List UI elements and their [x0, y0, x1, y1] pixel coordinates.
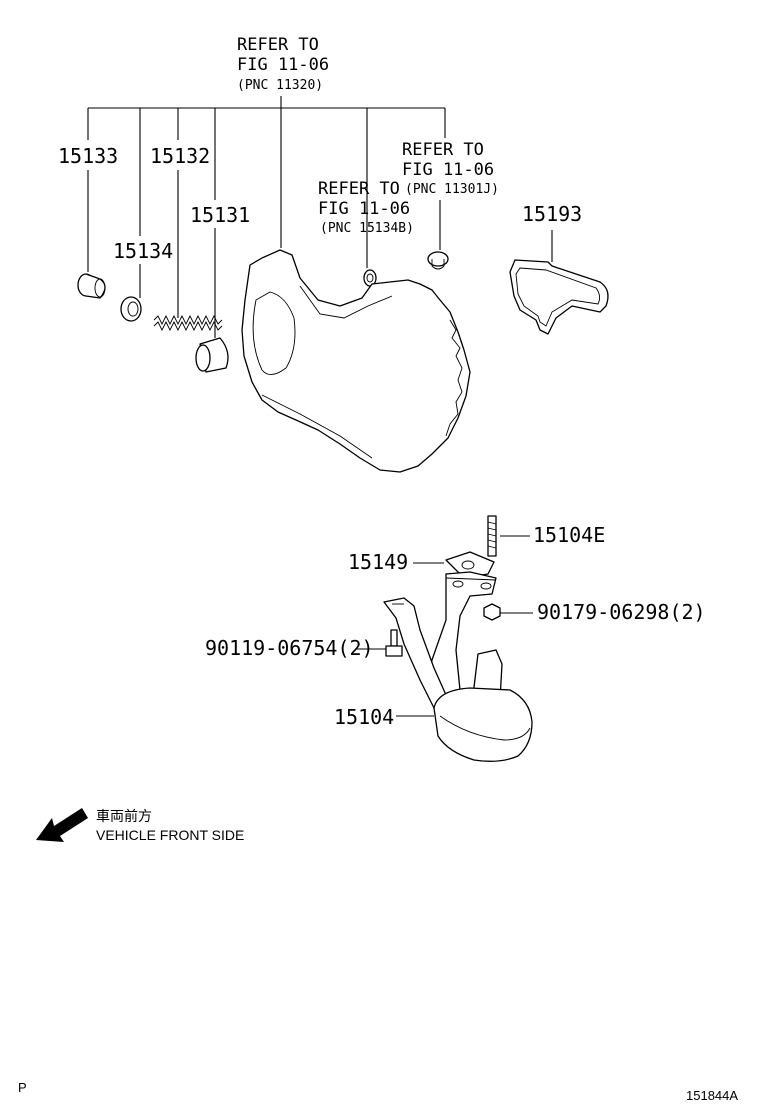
oil-seal-15134: [120, 296, 142, 322]
label-15149: 15149: [348, 550, 408, 574]
transaxle-case: [241, 249, 471, 473]
spring-15132: [153, 314, 223, 332]
label-15193: 15193: [522, 202, 582, 226]
label-15134: 15134: [113, 239, 173, 263]
vehicle-front-arrow-icon: [36, 808, 88, 842]
refer-main-line2: FIG 11-06: [237, 55, 329, 75]
footer-illustration-id: 151844A: [686, 1088, 738, 1103]
footer-left: P: [18, 1080, 27, 1095]
plug-15133: [77, 273, 106, 299]
refer-right-line1: REFER TO: [402, 140, 484, 160]
bolt-90119: [385, 629, 403, 657]
refer-right-line2: FIG 11-06: [402, 160, 494, 180]
leader-lines-upper: [87, 96, 553, 338]
refer-main-line1: REFER TO: [237, 35, 319, 55]
stud-bolt-15104E: [487, 515, 497, 557]
vehicle-front-en: VEHICLE FRONT SIDE: [96, 827, 244, 843]
gasket-15193: [509, 259, 609, 335]
label-15133: 15133: [58, 144, 118, 168]
valve-15131: [195, 337, 229, 373]
refer-right-line3: (PNC 11301J): [405, 182, 499, 197]
label-90119: 90119-06754(2): [205, 636, 374, 660]
label-15131: 15131: [190, 203, 250, 227]
vehicle-front-jp: 車両前方: [96, 808, 152, 824]
plug-right: [427, 251, 449, 270]
label-15132: 15132: [150, 144, 210, 168]
label-90179: 90179-06298(2): [537, 600, 706, 624]
nut-90179: [483, 603, 501, 621]
label-15104: 15104: [334, 705, 394, 729]
refer-main-line3: (PNC 11320): [237, 78, 323, 93]
label-15104E: 15104E: [533, 523, 605, 547]
oil-strainer-15104: [383, 571, 533, 762]
refer-mid-line2: FIG 11-06: [318, 199, 410, 219]
refer-mid-line1: REFER TO: [318, 179, 400, 199]
